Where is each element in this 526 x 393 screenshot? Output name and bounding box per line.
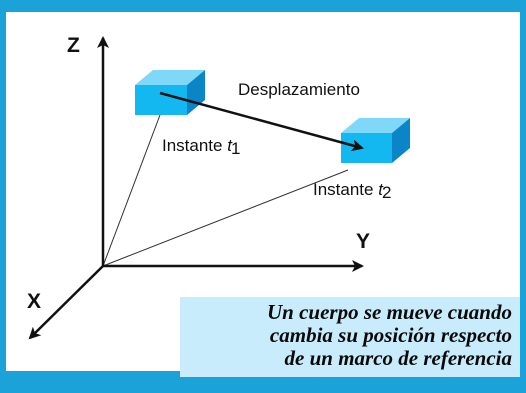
y-axis-label: Y — [356, 230, 371, 253]
position-line-1 — [102, 114, 161, 267]
instant-1-var: t — [227, 136, 232, 155]
caption-line-2: cambia su posición respecto — [269, 323, 512, 347]
instant-2-var: t — [378, 180, 383, 199]
displacement-arrow — [159, 91, 364, 152]
x-axis-label: X — [27, 290, 42, 313]
instant-1-label: Instante t1 — [162, 136, 241, 158]
z-axis-label: Z — [67, 34, 80, 57]
caption-box: Un cuerpo se mueve cuando cambia su posi… — [180, 297, 520, 377]
x-axis — [28, 265, 104, 340]
position-line-2 — [102, 169, 349, 267]
instant-1-prefix: Instante — [162, 136, 228, 155]
instant-1-sub: 1 — [230, 139, 241, 158]
instant-2-sub: 2 — [381, 183, 392, 202]
instant-2-prefix: Instante — [313, 180, 379, 199]
instant-2-label: Instante t2 — [313, 180, 392, 202]
displacement-label: Desplazamiento — [238, 80, 360, 99]
caption-line-1: Un cuerpo se mueve cuando — [267, 300, 512, 324]
body-instant-2 — [341, 118, 410, 163]
body-instant-1 — [135, 70, 205, 115]
caption-line-3: de un marco de referencia — [284, 346, 512, 370]
